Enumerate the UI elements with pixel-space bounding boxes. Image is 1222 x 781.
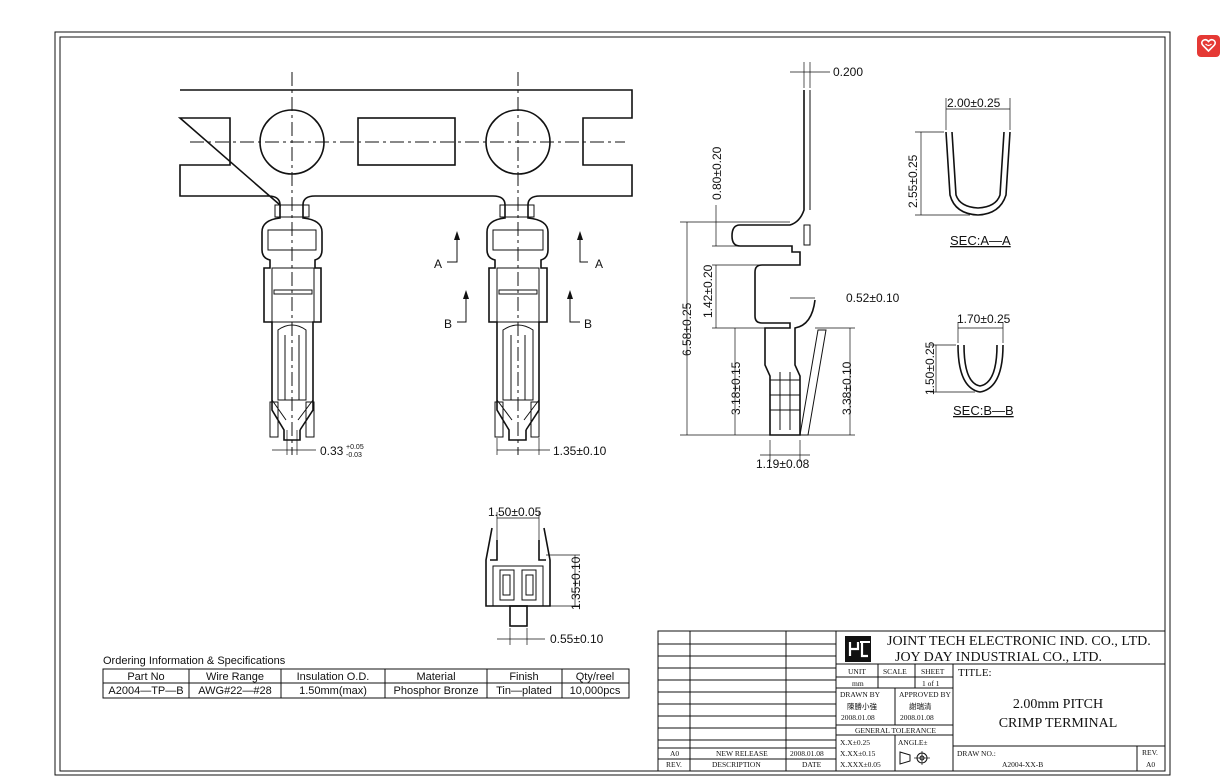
side-view <box>731 90 827 436</box>
dim-255-025: 2.55±0.25 <box>906 154 920 208</box>
ordering-table <box>102 668 630 699</box>
dim-658-025: 6.58±0.25 <box>680 302 694 356</box>
col-rev: REV. <box>666 760 682 769</box>
approved-by-label: APPROVED BY <box>899 690 951 699</box>
rev-label: REV. <box>1142 748 1158 757</box>
general-tolerance: GENERAL TOLERANCE <box>855 726 936 735</box>
dim-318-015: 3.18±0.15 <box>729 361 743 415</box>
dim-033-tol-up: +0.05 <box>346 444 364 451</box>
sheet-value: 1 of 1 <box>922 679 940 688</box>
col-desc: DESCRIPTION <box>712 760 761 769</box>
revision-desc: NEW RELEASE <box>716 749 768 758</box>
heart-chat-icon[interactable] <box>1197 35 1220 57</box>
terminal-front-left <box>261 204 323 441</box>
inner-frame <box>59 36 1166 772</box>
sheet-label: SHEET <box>921 667 945 676</box>
jt-logo-icon <box>845 636 871 662</box>
ordering-cell-finish: Tin—plated <box>496 685 552 697</box>
title-line-1: 2.00mm PITCH <box>1013 697 1103 712</box>
ordering-header-finish: Finish <box>509 671 538 683</box>
title-block <box>657 630 1166 772</box>
col-date: DATE <box>802 760 822 769</box>
dim-080-020: 0.80±0.20 <box>710 146 724 200</box>
dim-033: 0.33 <box>320 444 344 458</box>
front-view-carrier-strip <box>177 72 633 455</box>
ordering-cell-material: Phosphor Bronze <box>394 685 479 697</box>
dim-055-010: 0.55±0.10 <box>550 632 604 646</box>
tol-1: X.X±0.25 <box>840 738 870 747</box>
tol-2: X.XX±0.15 <box>840 749 876 758</box>
ordering-header-part-no: Part No <box>127 671 164 683</box>
ordering-cell-insulation: 1.50mm(max) <box>299 685 367 697</box>
dim-150-025: 1.50±0.25 <box>923 341 937 395</box>
dim-119-008: 1.19±0.08 <box>756 457 810 471</box>
unit-value: mm <box>852 679 864 688</box>
section-b-b <box>930 322 1004 393</box>
dim-135-010-v: 1.35±0.10 <box>569 556 583 610</box>
section-b-title: SEC:B—B <box>953 403 1014 418</box>
scale-label: SCALE <box>883 667 907 676</box>
ordering-cell-qty: 10,000pcs <box>570 685 621 697</box>
ordering-cell-wire-range: AWG#22—#28 <box>198 685 272 697</box>
drawn-date: 2008.01.08 <box>841 713 875 722</box>
ordering-header-qty: Qty/reel <box>576 671 615 683</box>
drawn-by-name: 陳勝小強 <box>847 701 877 711</box>
dim-150-005: 1.50±0.05 <box>488 505 542 519</box>
dim-200-025: 2.00±0.25 <box>947 96 1001 110</box>
approved-date: 2008.01.08 <box>900 713 934 722</box>
ordering-header-insulation: Insulation O.D. <box>297 671 370 683</box>
ordering-header-material: Material <box>416 671 455 683</box>
side-view-dims <box>680 62 855 462</box>
revision-date: 2008.01.08 <box>790 749 824 758</box>
section-a-right-label: A <box>595 257 603 271</box>
drawn-by-label: DRAWN BY <box>840 690 881 699</box>
draw-no: A2004-XX-B <box>1002 760 1043 769</box>
ordering-title: Ordering Information & Specifications <box>103 655 286 667</box>
section-a-a <box>915 98 1011 216</box>
dim-052-010: 0.52±0.10 <box>846 291 900 305</box>
draw-no-label: DRAW NO.: <box>957 749 996 758</box>
company-name-1: JOINT TECH ELECTRONIC IND. CO., LTD. <box>887 634 1151 649</box>
angle-label: ANGLE± <box>898 738 928 747</box>
dim-170-025: 1.70±0.25 <box>957 312 1011 326</box>
approved-by-name: 謝瑞清 <box>909 701 932 711</box>
ordering-header-wire-range: Wire Range <box>206 671 264 683</box>
section-b-left-label: B <box>444 317 452 331</box>
first-angle-projection-icon <box>899 751 930 765</box>
dim-142-020: 1.42±0.20 <box>701 264 715 318</box>
section-a-left-label: A <box>434 257 442 271</box>
dim-135-010-h: 1.35±0.10 <box>553 444 607 458</box>
ordering-cell-part-no: A2004—TP—B <box>108 685 183 697</box>
section-a-title: SEC:A—A <box>950 233 1011 248</box>
dim-0200: 0.200 <box>833 65 863 79</box>
dim-338-010: 3.38±0.10 <box>840 361 854 415</box>
rev-value: A0 <box>1146 760 1155 769</box>
tol-3: X.XXX±0.05 <box>840 760 881 769</box>
end-view <box>485 512 580 645</box>
section-markers <box>447 231 588 323</box>
title-label: TITLE: <box>958 667 992 679</box>
title-line-2: CRIMP TERMINAL <box>999 716 1118 731</box>
revision-rev: A0 <box>670 749 679 758</box>
front-view-bottom-dims <box>272 430 550 455</box>
outer-frame <box>54 31 1171 776</box>
section-b-right-label: B <box>584 317 592 331</box>
terminal-front-right <box>486 204 549 441</box>
company-name-2: JOY DAY INDUSTRIAL CO., LTD. <box>895 650 1102 665</box>
unit-label: UNIT <box>848 667 866 676</box>
dim-033-tol-dn: -0.03 <box>346 452 362 459</box>
